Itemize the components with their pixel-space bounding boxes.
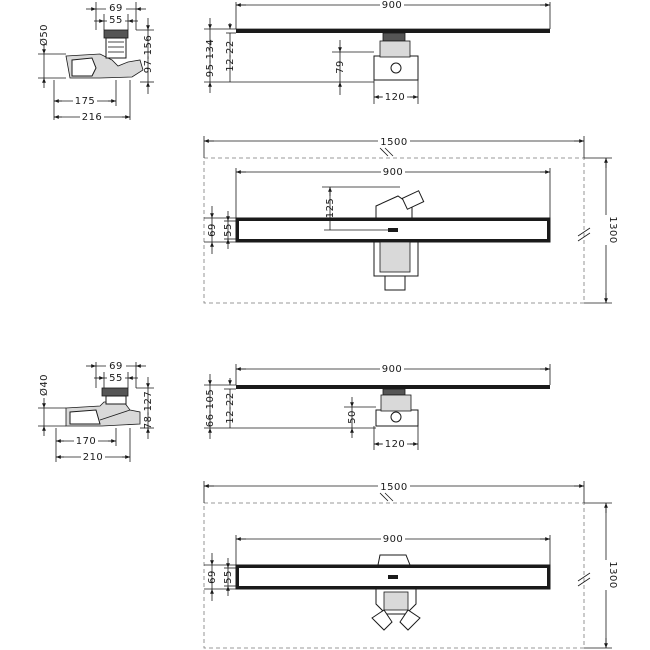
drain-pipe-side-2 <box>69 409 101 425</box>
dim-210-side-2: 210 <box>83 452 104 463</box>
dim-900-front-1: 900 <box>382 0 403 11</box>
dim-12-22-front-2: 12-22 <box>225 392 236 424</box>
dim-55-side-2: 55 <box>109 373 123 384</box>
dim-175-side-1: 175 <box>75 96 96 107</box>
dim-1300-top-2: 1300 <box>607 561 618 588</box>
trap-body-front-1 <box>379 40 411 58</box>
drain-pipe-side-1 <box>71 57 97 77</box>
dim-69-top-1: 69 <box>207 223 218 237</box>
dim-120-front-2: 120 <box>385 439 406 450</box>
dim-69-top-2: 69 <box>207 570 218 584</box>
dim-height-range-front-2: 66-105 <box>205 389 216 427</box>
dim-1500-top-1: 1500 <box>380 137 407 148</box>
outlet-right-top-2 <box>399 609 421 631</box>
grate-top-side-1 <box>103 29 129 39</box>
dim-900-front-2: 900 <box>382 364 403 375</box>
dim-50-front-2: 50 <box>347 410 358 424</box>
dim-69-side-2: 69 <box>109 361 123 372</box>
trap-side-2 <box>105 395 127 405</box>
front-view-2: 900 66-105 12-22 50 120 <box>204 363 551 450</box>
top-view-2: 1500 900 69 55 1300 <box>203 481 618 649</box>
channel-edge-top-1 <box>236 218 550 221</box>
dim-55-top-1: 55 <box>223 223 234 237</box>
trap-upper-top-2 <box>377 554 411 566</box>
outlet-neck-front-1 <box>382 32 406 42</box>
dim-170-side-2: 170 <box>76 436 97 447</box>
outlet-left-top-2 <box>371 609 393 631</box>
room-outline-top-2 <box>203 502 585 649</box>
drain-center-top-2 <box>388 575 398 579</box>
dim-1500-top-2: 1500 <box>380 482 407 493</box>
trap-side-1 <box>105 37 127 59</box>
dim-height-range-side-2: 78-127 <box>143 391 154 429</box>
dim-79-front-1: 79 <box>335 60 346 74</box>
dim-height-range-side-1: 97-156 <box>143 35 154 73</box>
outlet-pipe-top-1 <box>384 275 406 291</box>
dim-1300-top-1: 1300 <box>607 216 618 243</box>
grate-top-side-2 <box>101 387 129 397</box>
dim-55-side-1: 55 <box>109 15 123 26</box>
dim-55-top-2: 55 <box>223 570 234 584</box>
dim-12-22-front-1: 12-22 <box>225 40 236 72</box>
outlet-pipe-front-2 <box>390 411 402 423</box>
channel-profile-front-2 <box>236 385 550 389</box>
dim-900-top-1: 900 <box>383 167 404 178</box>
dim-69-side-1: 69 <box>109 3 123 14</box>
dim-outlet-diameter-side-2: Ø40 <box>38 374 50 396</box>
dim-120-front-1: 120 <box>385 92 406 103</box>
front-view-1: 900 95-134 12-22 79 120 <box>204 0 551 104</box>
dim-216-side-1: 216 <box>82 112 103 123</box>
dim-125-top-1: 125 <box>325 198 336 219</box>
outlet-neck-front-2 <box>382 388 406 396</box>
dim-900-top-2: 900 <box>383 534 404 545</box>
side-view-2: 69 55 Ø40 78-127 170 <box>38 360 154 463</box>
room-outline-top-1 <box>203 157 585 304</box>
top-view-1: 1500 900 125 69 55 1 <box>203 136 618 304</box>
side-view-1: 69 55 Ø50 97-156 175 <box>38 2 154 123</box>
channel-profile-front-1 <box>236 29 550 33</box>
trap-upper-top-1 <box>375 195 413 219</box>
dim-height-range-front-1: 95-134 <box>205 39 216 77</box>
outlet-pipe-front-1 <box>390 62 402 74</box>
trap-body-front-2 <box>380 394 412 412</box>
dim-outlet-diameter-side-1: Ø50 <box>38 24 50 46</box>
